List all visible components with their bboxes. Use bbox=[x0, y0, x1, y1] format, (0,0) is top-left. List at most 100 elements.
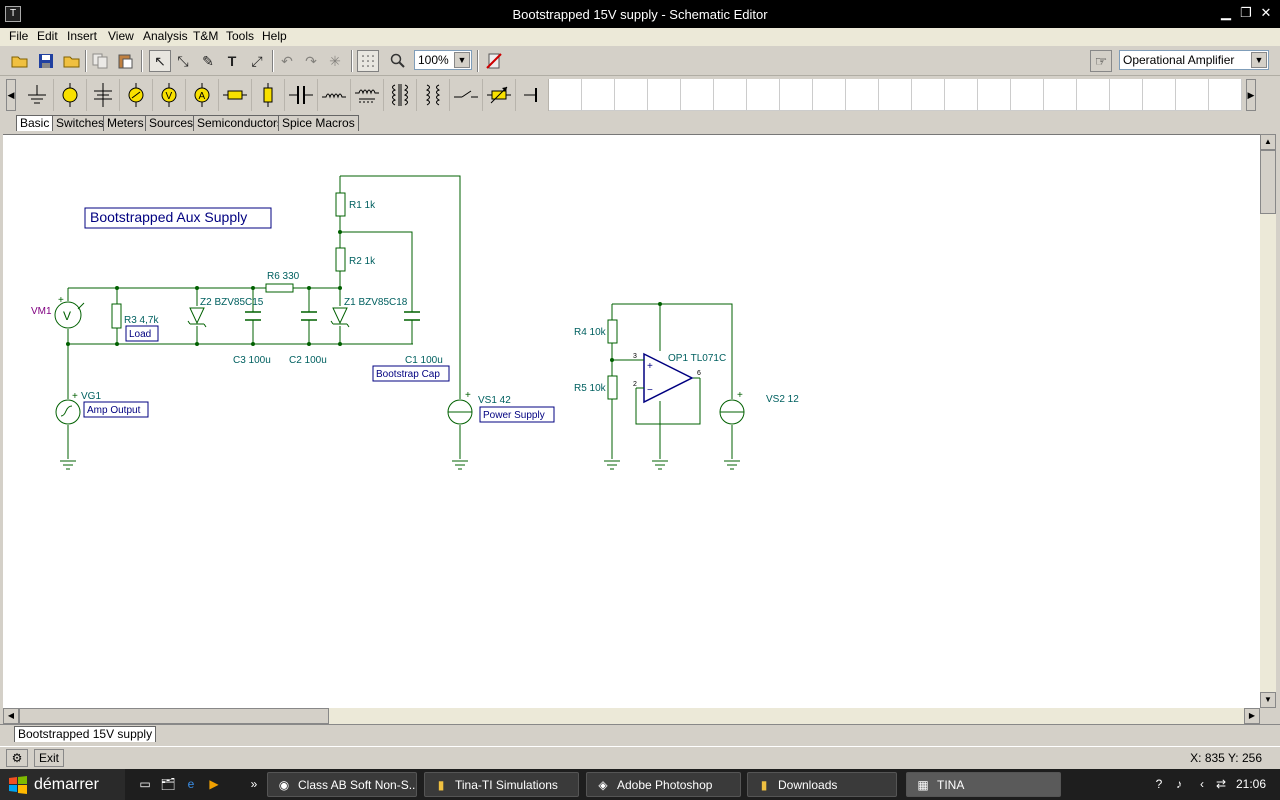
scroll-up-icon[interactable]: ▲ bbox=[1260, 134, 1276, 150]
vertical-scrollbar[interactable]: ▲ ▼ bbox=[1260, 134, 1276, 708]
delete-wire-icon[interactable]: ⤢ bbox=[251, 52, 263, 69]
restore-button[interactable]: ❐ bbox=[1240, 5, 1252, 20]
source-vs1[interactable]: + bbox=[447, 390, 473, 425]
voltage-source-icon[interactable] bbox=[87, 79, 120, 111]
start-button[interactable]: démarrer bbox=[0, 769, 125, 800]
tray-expand-icon[interactable]: ‹ bbox=[1200, 777, 1204, 791]
capacitors[interactable] bbox=[245, 311, 420, 321]
close-button[interactable]: ✕ bbox=[1260, 5, 1272, 20]
open-file-icon[interactable] bbox=[9, 50, 31, 72]
coupled-inductor-icon[interactable] bbox=[417, 79, 450, 111]
menu-file[interactable]: File bbox=[9, 29, 29, 43]
schematic-drawing[interactable]: Bootstrapped Aux Supply bbox=[3, 135, 1260, 708]
text-tool-icon[interactable]: T bbox=[227, 53, 237, 69]
pen-tool-icon[interactable]: ✎ bbox=[202, 52, 214, 69]
horizontal-scrollbar[interactable]: ◀ ▶ bbox=[3, 708, 1260, 724]
copy-icon[interactable] bbox=[89, 50, 111, 72]
menu-help[interactable]: Help bbox=[262, 29, 287, 43]
resistor-r6[interactable] bbox=[265, 283, 294, 293]
wire-tool-icon[interactable]: ⤡ bbox=[177, 52, 189, 69]
capacitor-c3[interactable] bbox=[245, 311, 261, 321]
ground-icon[interactable] bbox=[21, 79, 54, 111]
media-player-icon[interactable]: ▶ bbox=[209, 777, 219, 791]
more-quicklaunch-icon[interactable]: » bbox=[250, 777, 258, 791]
open-folder-icon[interactable] bbox=[61, 50, 83, 72]
menu-insert[interactable]: Insert bbox=[67, 29, 98, 43]
rotate-icon[interactable]: ✳ bbox=[329, 52, 341, 69]
resistor-r3[interactable] bbox=[111, 303, 122, 329]
paste-icon[interactable] bbox=[114, 50, 136, 72]
voltmeter-icon[interactable]: V bbox=[153, 79, 186, 111]
zoom-select[interactable]: 100% ▼ bbox=[414, 50, 472, 70]
current-source-icon[interactable] bbox=[120, 79, 153, 111]
zoom-icon[interactable] bbox=[387, 50, 409, 72]
grid-icon[interactable] bbox=[357, 50, 379, 72]
inductor-vertical-icon[interactable] bbox=[351, 79, 384, 111]
network-icon[interactable]: ⇄ bbox=[1215, 777, 1227, 791]
save-icon[interactable] bbox=[35, 50, 57, 72]
gear-icon[interactable]: ⚙ bbox=[6, 749, 28, 767]
zener-diodes[interactable] bbox=[187, 307, 350, 328]
scroll-down-icon[interactable]: ▼ bbox=[1260, 692, 1276, 708]
desktop-icon[interactable]: ▭ bbox=[139, 777, 151, 791]
component-select[interactable]: Operational Amplifier ▼ bbox=[1119, 50, 1269, 70]
resistor-icon[interactable] bbox=[219, 79, 252, 111]
ammeter-icon[interactable]: A bbox=[186, 79, 219, 111]
switch-icon[interactable] bbox=[450, 79, 483, 111]
menu-view[interactable]: View bbox=[108, 29, 134, 43]
explorer-icon[interactable]: 🗂 bbox=[160, 777, 176, 791]
menu-tools[interactable]: Tools bbox=[226, 29, 255, 43]
resistor-r1[interactable] bbox=[335, 192, 346, 217]
resistor-r2[interactable] bbox=[335, 247, 346, 272]
horizontal-scroll-thumb[interactable] bbox=[19, 708, 329, 724]
task-tina-simulations[interactable]: ▮ Tina-TI Simulations bbox=[424, 772, 579, 797]
tm-tool-icon[interactable] bbox=[483, 50, 505, 72]
help-tray-icon[interactable]: ? bbox=[1155, 777, 1163, 791]
tab-semiconductors[interactable]: Semiconductors bbox=[193, 115, 288, 131]
app-icon[interactable]: T bbox=[5, 6, 21, 22]
pointer-tool-icon[interactable]: ↖ bbox=[149, 50, 171, 72]
resistor-r5[interactable] bbox=[607, 375, 618, 400]
schematic-canvas[interactable]: Bootstrapped Aux Supply bbox=[3, 134, 1260, 708]
tab-sources[interactable]: Sources bbox=[145, 115, 198, 131]
minimize-button[interactable]: ▁ bbox=[1221, 5, 1231, 20]
undo-icon[interactable]: ↶ bbox=[281, 52, 293, 69]
tab-basic[interactable]: Basic bbox=[16, 115, 54, 131]
task-tina[interactable]: ▦ TINA bbox=[906, 772, 1061, 797]
opamp-op1[interactable]: + − 3 2 6 bbox=[633, 352, 701, 404]
redo-icon[interactable]: ↷ bbox=[305, 52, 317, 69]
zener-z2[interactable] bbox=[187, 307, 207, 328]
tab-spice-macros[interactable]: Spice Macros bbox=[278, 115, 359, 131]
title-box[interactable] bbox=[84, 207, 272, 229]
ie-icon[interactable]: e bbox=[187, 777, 195, 791]
resistors[interactable] bbox=[111, 192, 618, 400]
volume-icon[interactable]: ♪ bbox=[1176, 777, 1182, 791]
voltmeter-vm1[interactable]: V + bbox=[54, 295, 85, 329]
inductor-icon[interactable] bbox=[318, 79, 351, 111]
source-vs2[interactable]: + bbox=[719, 390, 745, 425]
menu-tm[interactable]: T&M bbox=[193, 29, 219, 43]
capacitor-c2[interactable] bbox=[301, 311, 317, 321]
vertical-scroll-thumb[interactable] bbox=[1260, 150, 1276, 214]
palette-scroll-right[interactable]: ▶ bbox=[1246, 79, 1256, 111]
resistor-vertical-icon[interactable] bbox=[252, 79, 285, 111]
palette-scroll-left[interactable]: ◀ bbox=[6, 79, 16, 111]
transformer-icon[interactable] bbox=[384, 79, 417, 111]
resistor-r4[interactable] bbox=[607, 319, 618, 344]
zener-z1[interactable] bbox=[330, 307, 350, 328]
capacitor-icon[interactable] bbox=[285, 79, 318, 111]
jumper-icon[interactable] bbox=[516, 79, 549, 111]
task-downloads[interactable]: ▮ Downloads bbox=[747, 772, 897, 797]
component-place-icon[interactable]: ☞ bbox=[1090, 50, 1112, 72]
tab-meters[interactable]: Meters bbox=[103, 115, 148, 131]
battery-icon[interactable] bbox=[54, 79, 87, 111]
task-photoshop[interactable]: ◈ Adobe Photoshop bbox=[586, 772, 741, 797]
scroll-right-icon[interactable]: ▶ bbox=[1244, 708, 1260, 724]
menu-edit[interactable]: Edit bbox=[37, 29, 58, 43]
tab-document[interactable]: Bootstrapped 15V supply bbox=[14, 726, 157, 742]
chevron-down-icon[interactable]: ▼ bbox=[1251, 52, 1267, 68]
annotation-boxes[interactable]: Load Amp Output Bootstrap Cap Power Supp… bbox=[83, 325, 555, 423]
tab-switches[interactable]: Switches bbox=[52, 115, 109, 131]
chevron-down-icon[interactable]: ▼ bbox=[454, 52, 470, 68]
potentiometer-icon[interactable] bbox=[483, 79, 516, 111]
